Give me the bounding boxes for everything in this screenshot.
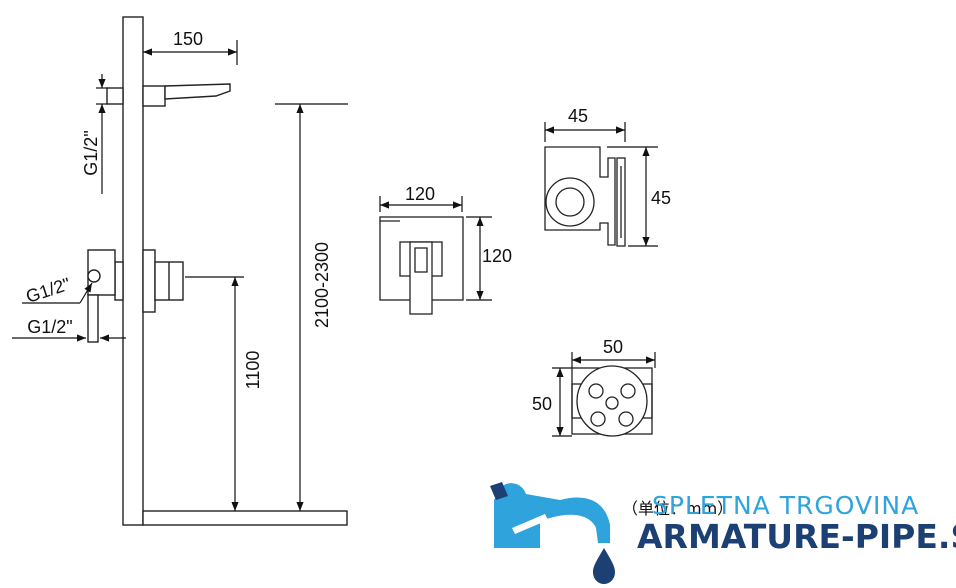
side-view-labels: 150 G1/2" 2100-2300 1100 G1/2" G1/2" bbox=[23, 29, 332, 389]
logo-tagline: SPLETNA TRGOVINA bbox=[652, 491, 919, 520]
head-height-label: 50 bbox=[532, 394, 552, 414]
plate-width-label: 120 bbox=[405, 184, 435, 204]
side-view bbox=[87, 16, 348, 526]
wall bbox=[122, 16, 144, 526]
spout-thread-label: G1/2" bbox=[81, 130, 101, 175]
total-height-label: 2100-2300 bbox=[312, 242, 332, 328]
side-height-label: 45 bbox=[651, 188, 671, 208]
side-width-label: 45 bbox=[568, 106, 588, 126]
valve-height-label: 1100 bbox=[243, 351, 263, 390]
concealed-valve bbox=[87, 249, 184, 343]
cover-plate-view: 120 120 bbox=[379, 184, 512, 315]
spout-reach-label: 150 bbox=[173, 29, 203, 49]
head-width-label: 50 bbox=[603, 337, 623, 357]
wall-spout bbox=[106, 83, 231, 107]
watermark-logo: SPLETNA TRGOVINA ARMATURE-PIPE.SI bbox=[490, 482, 956, 584]
handle-front-view: 50 50 bbox=[532, 337, 656, 437]
valve-thread-lower-label: G1/2" bbox=[27, 317, 72, 337]
spout-side-view: 45 45 bbox=[544, 106, 671, 247]
unit-note: （单位：mm） bbox=[622, 499, 733, 518]
plate-height-label: 120 bbox=[482, 246, 512, 266]
floor bbox=[142, 510, 348, 526]
logo-name: ARMATURE-PIPE.SI bbox=[637, 517, 956, 556]
faucet-logo-icon bbox=[490, 482, 615, 584]
dimension-lines bbox=[12, 40, 348, 511]
valve-thread-upper-label: G1/2" bbox=[23, 274, 72, 307]
